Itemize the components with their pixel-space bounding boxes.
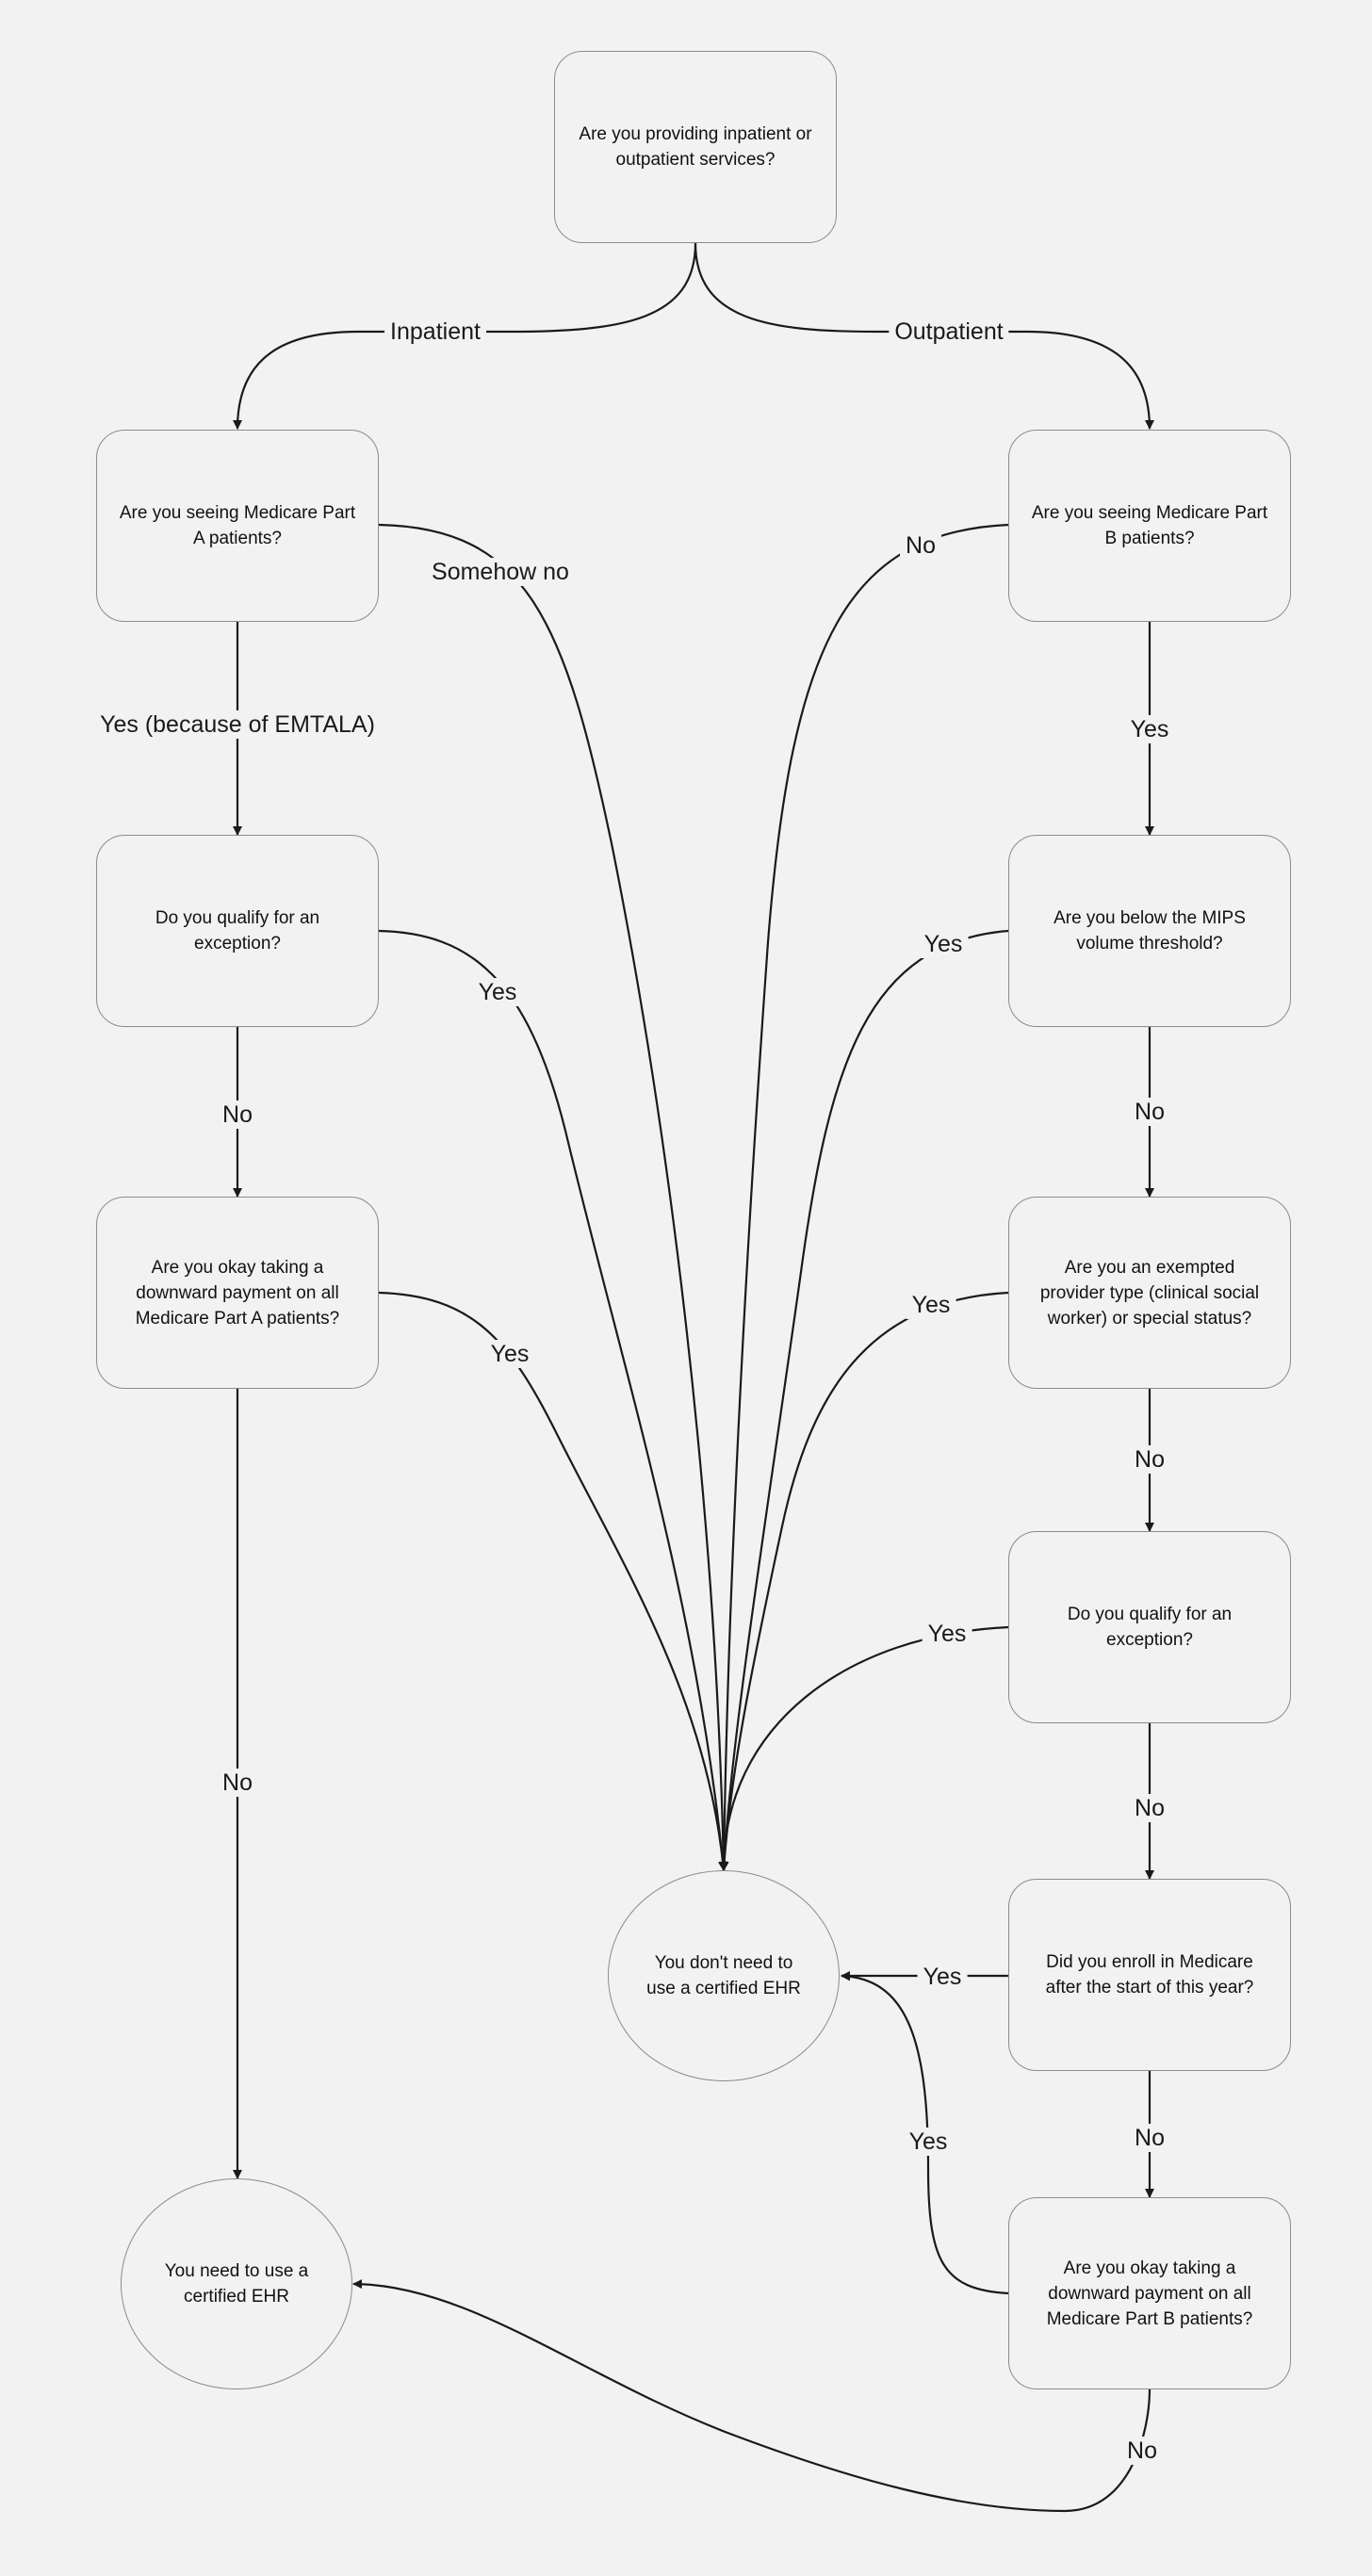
node-part-a-question: Are you seeing Medicare Part A patients?: [96, 430, 379, 622]
edge-label-exception-b-no: No: [1129, 1794, 1170, 1822]
edge-downward-b-no-to-need-ehr: [352, 2279, 1152, 2513]
edge-label-downward-a-yes: Yes: [484, 1340, 535, 1368]
node-downward-b-question: Are you okay taking a downward payment o…: [1008, 2197, 1291, 2389]
edge-exempt-yes-to-no-ehr: [719, 1291, 1009, 1871]
edge-start-to-part-a: [233, 242, 697, 430]
edge-downward-a-yes-to-no-ehr: [378, 1291, 728, 1871]
node-mips-question: Are you below the MIPS volume threshold?: [1008, 835, 1291, 1027]
edge-start-to-part-b: [694, 242, 1154, 430]
edge-downward-b-yes-to-no-ehr: [841, 1971, 1009, 2295]
edge-label-enroll-no: No: [1129, 2124, 1170, 2152]
edge-label-exception-a-no: No: [217, 1101, 258, 1129]
edge-label-outpatient: Outpatient: [889, 318, 1009, 346]
edge-label-part-a-somehow-no: Somehow no: [426, 558, 575, 586]
node-start-question: Are you providing inpatient or outpatien…: [554, 51, 837, 243]
edge-label-enroll-yes: Yes: [917, 1963, 968, 1991]
edge-label-exception-a-yes: Yes: [472, 978, 523, 1006]
edge-label-exempt-yes: Yes: [906, 1291, 956, 1319]
edge-mips-yes-to-no-ehr: [719, 929, 1009, 1871]
edge-label-downward-a-no: No: [217, 1769, 258, 1797]
edge-label-part-b-yes: Yes: [1124, 715, 1175, 743]
node-exempt-provider-question: Are you an exempted provider type (clini…: [1008, 1197, 1291, 1389]
node-exception-a-question: Do you qualify for an exception?: [96, 835, 379, 1027]
edge-exception-b-yes-to-no-ehr: [719, 1625, 1009, 1871]
node-enroll-question: Did you enroll in Medicare after the sta…: [1008, 1879, 1291, 2071]
edge-label-exempt-no: No: [1129, 1445, 1170, 1474]
node-exception-b-question: Do you qualify for an exception?: [1008, 1531, 1291, 1723]
edge-exception-a-yes-to-no-ehr: [378, 929, 728, 1871]
edge-label-part-b-no: No: [900, 531, 941, 560]
node-need-ehr-outcome: You need to use a certified EHR: [121, 2178, 352, 2389]
edge-label-downward-b-no: No: [1121, 2437, 1163, 2465]
node-part-b-question: Are you seeing Medicare Part B patients?: [1008, 430, 1291, 622]
edge-label-downward-b-yes: Yes: [903, 2128, 954, 2156]
edge-label-inpatient: Inpatient: [384, 318, 486, 346]
node-downward-a-question: Are you okay taking a downward payment o…: [96, 1197, 379, 1389]
node-no-ehr-outcome: You don't need to use a certified EHR: [608, 1870, 840, 2081]
edge-label-part-a-yes: Yes (because of EMTALA): [94, 710, 381, 739]
edge-part-b-no-to-no-ehr: [719, 523, 1009, 1871]
edge-label-exception-b-yes: Yes: [922, 1620, 972, 1648]
edge-label-mips-no: No: [1129, 1098, 1170, 1126]
edge-label-mips-yes: Yes: [918, 930, 969, 958]
